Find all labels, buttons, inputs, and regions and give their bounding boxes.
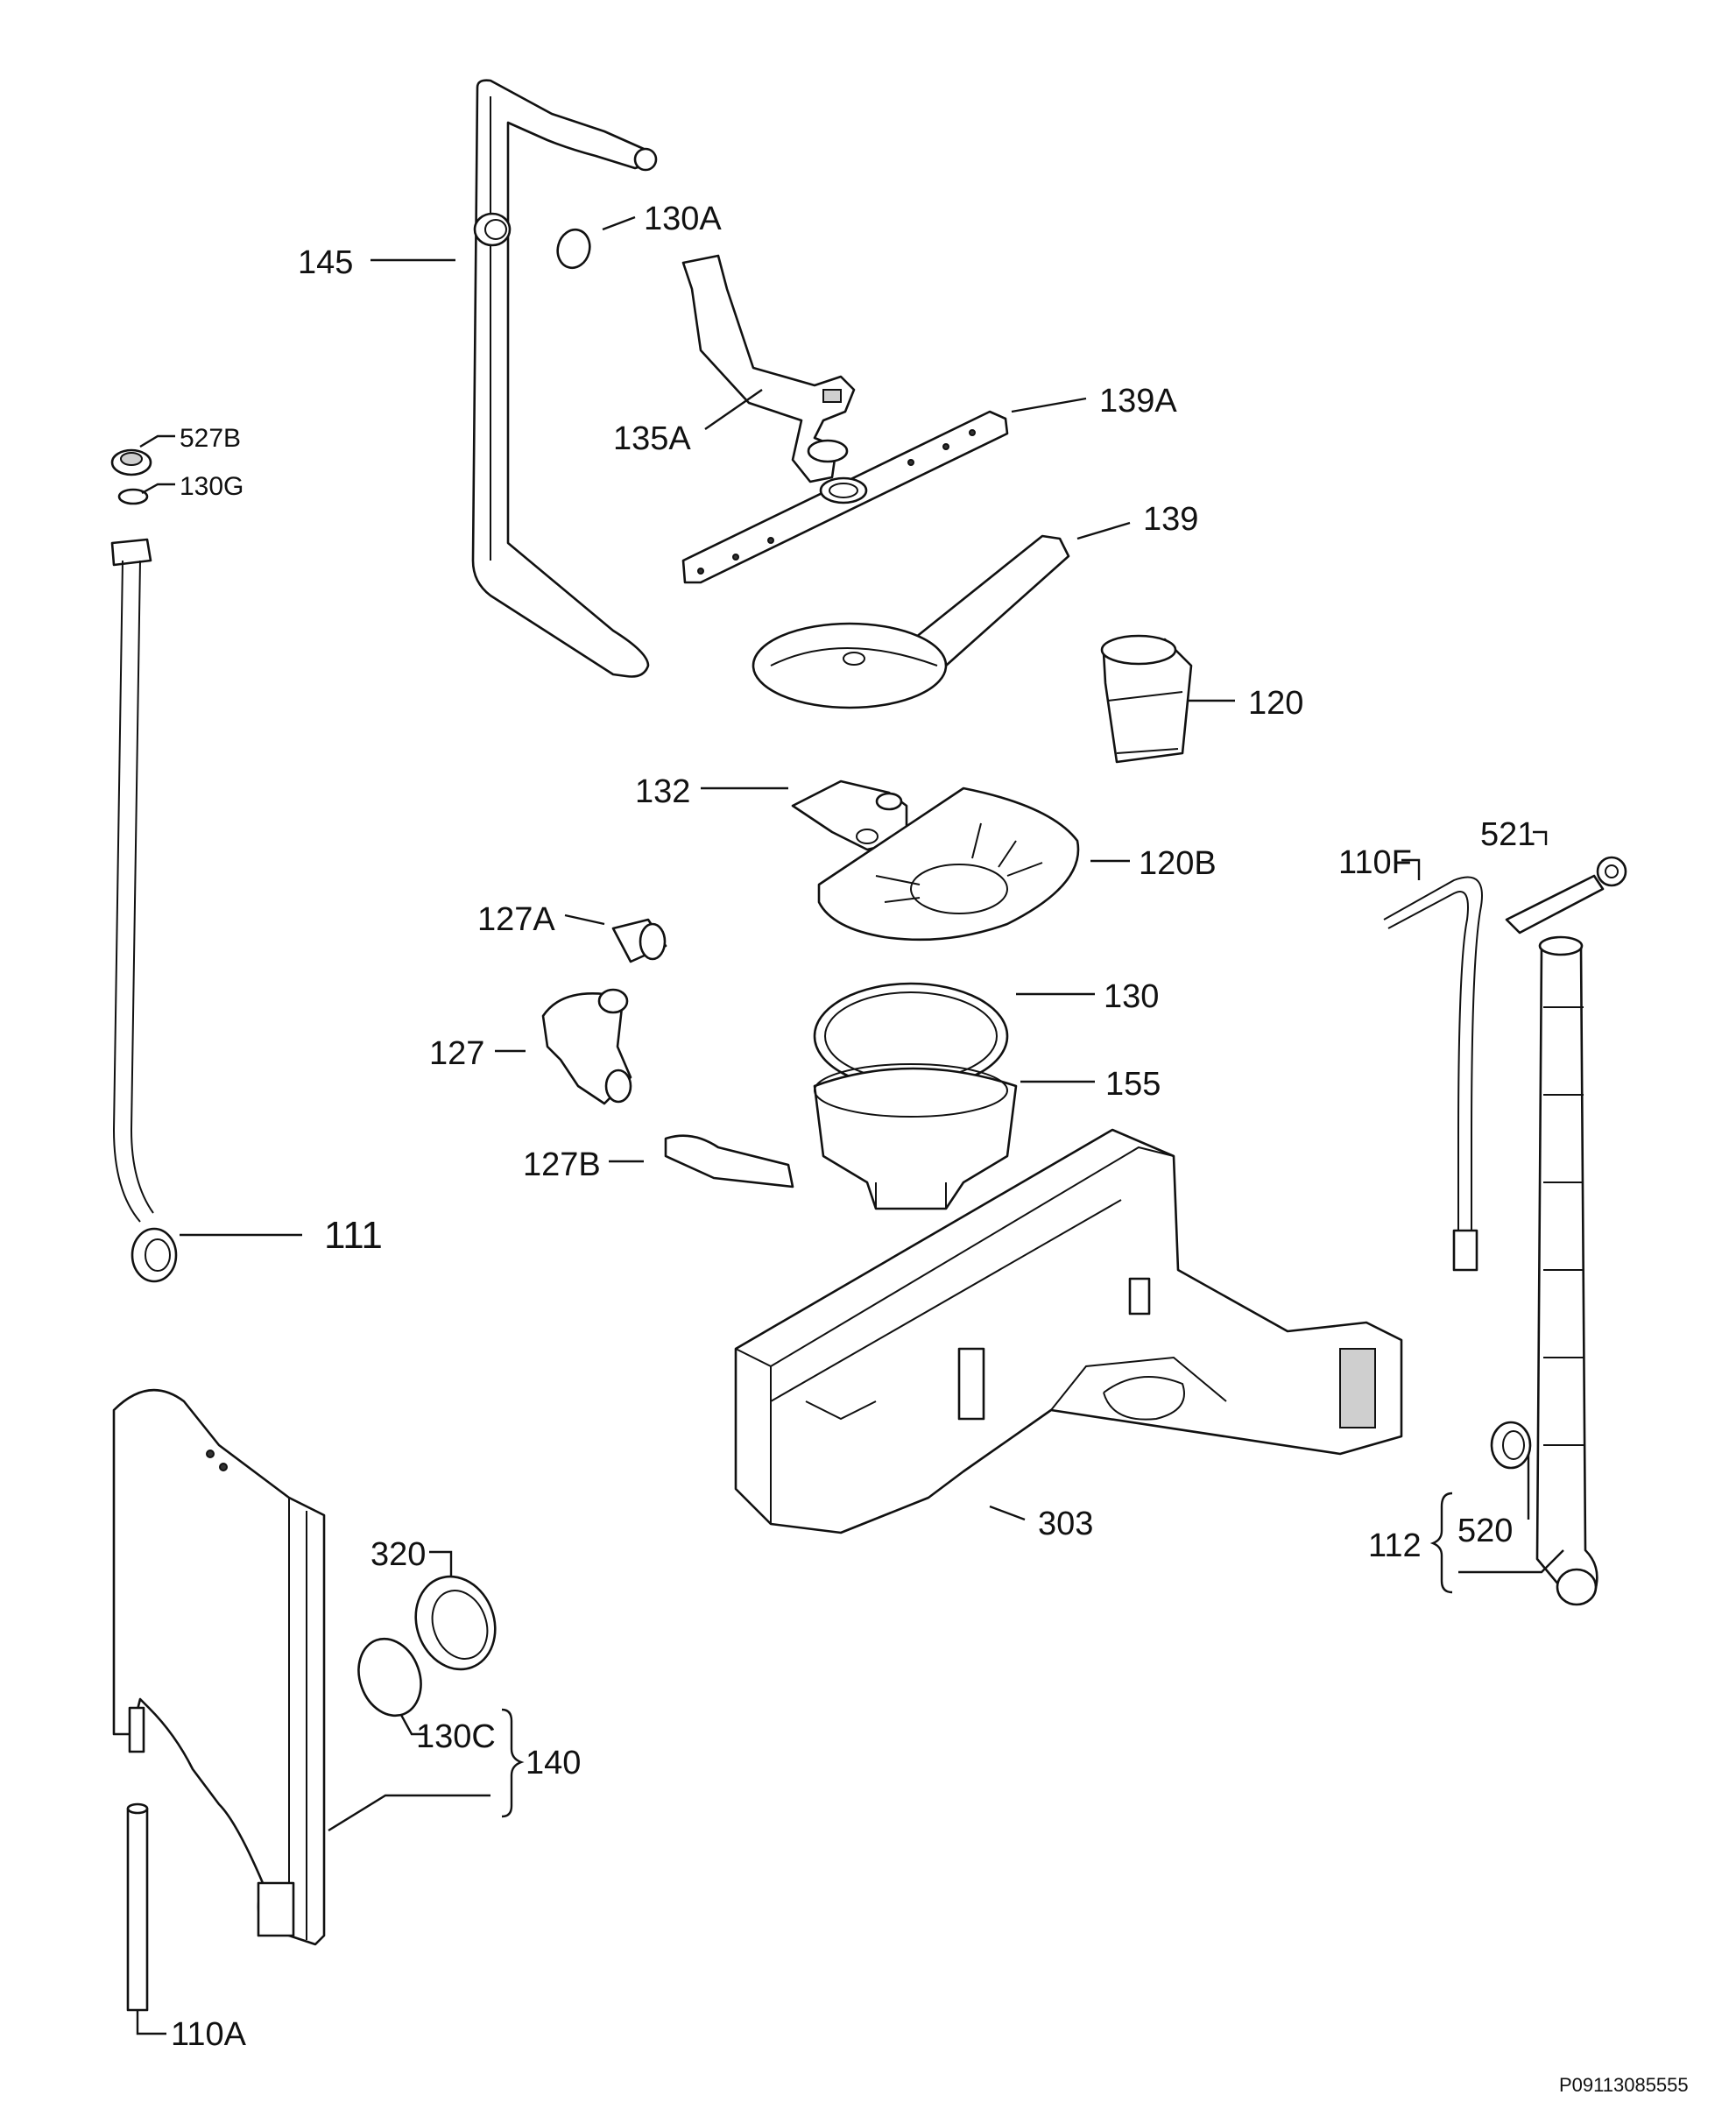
part-139A-upper-spray-arm — [681, 410, 1009, 584]
part-140-panel — [112, 1388, 326, 1946]
part-139-lower-spray-arm — [752, 534, 1070, 709]
brace-140 — [501, 1708, 525, 1818]
part-110A-tube — [126, 1802, 149, 2012]
label-139A: 139A — [1099, 383, 1177, 420]
part-111-inlet-hose — [110, 538, 178, 1283]
part-110F-hose — [1383, 876, 1483, 1272]
label-139: 139 — [1143, 501, 1198, 538]
part-135A-arm-support — [681, 254, 856, 483]
part-145-feed-pipe — [471, 79, 658, 678]
part-520-ring — [1490, 1421, 1532, 1470]
label-135A: 135A — [613, 420, 691, 457]
part-127B-hose — [664, 1134, 794, 1189]
label-130: 130 — [1104, 978, 1159, 1015]
part-130A-o-ring — [556, 228, 591, 270]
label-127B: 127B — [523, 1146, 601, 1183]
label-120: 120 — [1248, 685, 1303, 722]
label-130C: 130C — [416, 1718, 496, 1755]
part-120B-filter-plate — [817, 786, 1080, 942]
part-127-elbow — [541, 988, 632, 1105]
part-130G-washer — [117, 488, 149, 505]
label-145: 145 — [298, 244, 353, 281]
part-303-base-tray — [734, 1128, 1403, 1534]
label-110A: 110A — [171, 2016, 247, 2053]
label-111: 111 — [324, 1214, 383, 1257]
label-303: 303 — [1038, 1506, 1093, 1542]
label-112: 112 — [1368, 1527, 1422, 1564]
label-320: 320 — [370, 1536, 426, 1573]
label-127A: 127A — [477, 901, 555, 938]
brace-112 — [1429, 1492, 1453, 1594]
label-127: 127 — [429, 1035, 484, 1072]
part-320-ring — [414, 1575, 497, 1671]
part-120-filter — [1100, 634, 1193, 764]
part-521-clip — [1505, 856, 1627, 935]
label-140: 140 — [526, 1745, 581, 1781]
label-521: 521 — [1480, 816, 1535, 853]
part-527B-cap — [110, 448, 152, 476]
reference-code: P09113085555 — [1559, 2074, 1689, 2096]
label-527B: 527B — [180, 424, 241, 453]
part-112-drain-hose — [1535, 935, 1598, 1606]
label-155: 155 — [1105, 1066, 1161, 1103]
part-130C-ring — [357, 1637, 422, 1718]
leader-lines — [136, 215, 1564, 2035]
label-120B: 120B — [1139, 845, 1217, 882]
label-110F: 110F — [1338, 844, 1412, 881]
label-520: 520 — [1457, 1513, 1513, 1549]
label-130A: 130A — [644, 201, 722, 237]
labels: 145 130A 135A 139A 139 527B 130G 120 132… — [171, 201, 1689, 2096]
label-130G: 130G — [180, 472, 243, 501]
label-132: 132 — [635, 773, 690, 810]
part-127A-connector — [611, 918, 667, 963]
part-155-sump — [813, 1063, 1018, 1210]
